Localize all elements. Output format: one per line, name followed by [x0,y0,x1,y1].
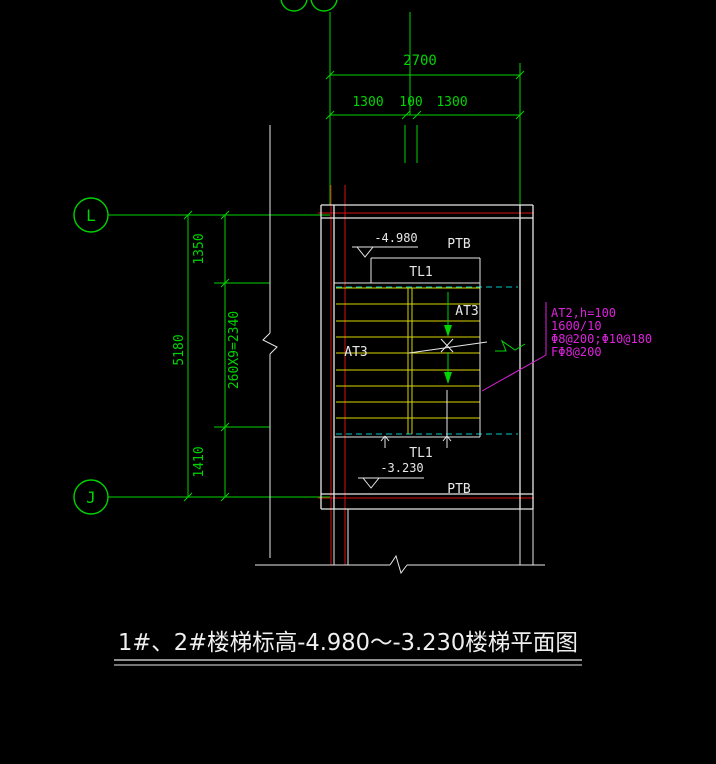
axis-bubble-J: J [73,479,109,515]
stairwell-walls [320,204,534,510]
down-arrow-icon [444,325,452,337]
left-boundary-line [262,125,278,558]
dimension-overall-top: 2700 [325,53,525,80]
tl1-beam-top [334,257,481,284]
left-axis-lines [108,214,330,498]
rebar-annotation: AT2,h=100 1600/10 Φ8@200;Φ10@180 FΦ8@200 [481,302,652,392]
dim-text-1300-left: 1300 [352,95,383,110]
top-axis-bubbles [280,0,338,12]
tl1-label-top: TL1 [409,265,432,280]
annotation-line-3: Φ8@200;Φ10@180 [551,332,652,346]
dim-text-1300-right: 1300 [436,95,467,110]
wall-extensions-below [333,509,534,565]
title-text: 1#、2#楼梯标高-4.980～-3.230楼梯平面图 [118,630,578,656]
flight-start-marks [380,435,452,448]
stair-direction-upper [444,292,452,337]
axis-bubble-L: L [73,197,109,233]
left-dimension-chain: 1350 260X9=2340 1410 5180 [172,210,242,502]
ptb-label-bottom: PTB [447,482,471,497]
level-text-top: -4.980 [374,231,417,245]
dim-text-100: 100 [399,95,422,110]
dimension-segments-top: 1300 100 1300 [325,95,525,120]
axis-bubble-top-2 [310,0,338,12]
at3-label-lower: AT3 [344,345,367,360]
top-extension-lines [329,12,521,205]
dim-text-2700: 2700 [403,53,437,69]
tl1-label-bottom: TL1 [409,446,432,461]
break-symbol-right [495,339,526,352]
at3-label-upper: AT3 [455,304,478,319]
grid-lines-red [318,185,534,565]
dim-text-260x9: 260X9=2340 [227,311,242,389]
stair-treads [336,287,480,434]
cyan-dashed-lines [336,286,518,435]
level-marker-bottom: -3.230 [358,461,424,489]
down-arrow-icon [444,372,452,384]
axis-label-upper: L [86,206,96,225]
level-text-bottom: -3.230 [380,461,423,475]
annotation-line-2: 1600/10 [551,319,602,333]
annotation-line-1: AT2,h=100 [551,306,616,320]
dim-text-1410: 1410 [192,446,207,477]
bottom-boundary-line [255,554,545,575]
axis-label-lower: J [86,488,96,507]
leader-line [481,354,547,392]
dim-text-5180: 5180 [172,334,187,365]
drawing-title: 1#、2#楼梯标高-4.980～-3.230楼梯平面图 [114,630,582,666]
ptb-label-top: PTB [447,237,471,252]
stair-direction-lower [444,352,452,436]
direction-line-break [408,338,488,354]
axis-bubble-top-1 [280,0,308,12]
dim-text-1350: 1350 [192,233,207,264]
level-marker-top: -4.980 [352,231,418,258]
annotation-line-4: FΦ8@200 [551,345,602,359]
